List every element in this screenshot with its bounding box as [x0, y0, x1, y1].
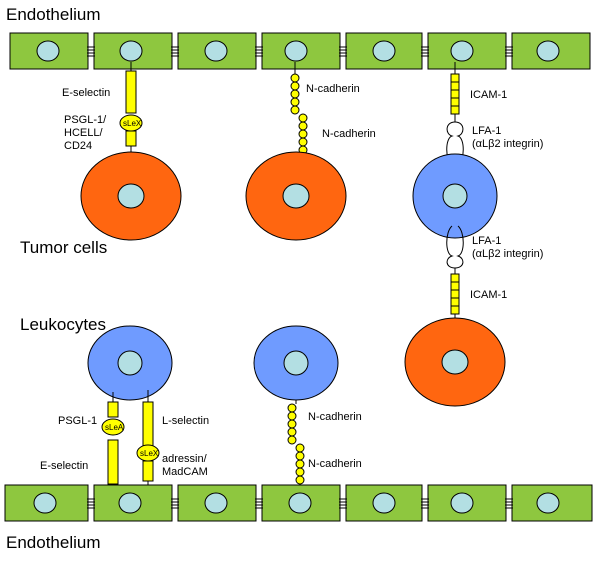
nucleus: [536, 40, 560, 62]
nucleus: [441, 349, 469, 375]
nucleus: [204, 492, 228, 514]
lfa-1-lower-molecule: [446, 225, 464, 269]
label-n-cadherin-bottom-lower: N-cadherin: [308, 458, 362, 470]
label-lfa-lower-line1: LFA-1: [472, 235, 501, 247]
label-leukocytes: Leukocytes: [20, 315, 106, 334]
n-cadherin-upper-chain: [290, 73, 300, 115]
label-endothelium-top: Endothelium: [6, 5, 101, 24]
nucleus: [284, 40, 308, 62]
l-selectin-molecule: [142, 401, 154, 447]
label-e-selectin: E-selectin: [62, 87, 110, 99]
top-cadherin-interaction: N-cadherin N-cadherin: [290, 62, 376, 157]
cell-junctions: [87, 498, 513, 509]
label-icam-upper: ICAM-1: [470, 89, 507, 101]
nucleus: [450, 492, 474, 514]
n-cadherin-lower-chain: [298, 113, 308, 155]
nucleus: [117, 350, 143, 376]
n-cadherin-lower-chain: [295, 443, 305, 485]
label-l-selectin: L-selectin: [162, 415, 209, 427]
top-selectin-interaction: E-selectin sLeX PSGL-1/ HCELL/ CD24: [62, 62, 143, 157]
nucleus: [33, 492, 57, 514]
nucleus: [288, 492, 312, 514]
cell-junctions: [87, 46, 513, 57]
label-tumor-cells: Tumor cells: [20, 238, 107, 257]
label-ligand-line1: PSGL-1/: [64, 114, 107, 126]
n-cadherin-upper-chain: [287, 403, 297, 445]
bottom-selectin-interactions: PSGL-1 sLeA E-selectin L-selectin sLeX a…: [40, 390, 209, 494]
endothelium-bottom-layer: [4, 484, 593, 522]
leukocyte: [253, 325, 339, 401]
label-n-cadherin-lower: N-cadherin: [322, 128, 376, 140]
e-selectin-molecule: [107, 439, 119, 485]
label-lfa-upper-line2: (αLβ2 integrin): [472, 138, 543, 150]
leukocyte-tumor-integrin: LFA-1 (αLβ2 integrin) ICAM-1: [446, 225, 543, 322]
label-ligand-line3: CD24: [64, 140, 92, 152]
nucleus: [118, 492, 142, 514]
nucleus: [36, 40, 60, 62]
e-selectin-molecule: [125, 70, 137, 114]
label-ligand-line2: HCELL/: [64, 127, 103, 139]
icam-1-upper-molecule: [450, 73, 460, 115]
label-addressin-line2: MadCAM: [162, 466, 208, 478]
nucleus: [282, 183, 310, 209]
label-e-selectin-bottom: E-selectin: [40, 460, 88, 472]
tumor-cell: [80, 151, 182, 241]
label-icam-lower: ICAM-1: [470, 289, 507, 301]
nucleus: [442, 183, 468, 209]
nucleus: [372, 40, 396, 62]
psgl-ligand-molecule: [125, 130, 137, 147]
label-addressin-line1: adressin/: [162, 453, 208, 465]
leukocyte: [87, 325, 173, 401]
nucleus: [283, 350, 309, 376]
label-slex-bottom: sLeX: [140, 449, 159, 458]
label-psgl-1: PSGL-1: [58, 415, 97, 427]
nucleus: [119, 40, 143, 62]
top-integrin-interaction: ICAM-1 LFA-1 (αLβ2 integrin): [446, 62, 543, 167]
leukocyte: [412, 153, 498, 239]
icam-1-lower-molecule: [450, 273, 460, 315]
label-n-cadherin-upper: N-cadherin: [306, 83, 360, 95]
label-lfa-lower-line2: (αLβ2 integrin): [472, 248, 543, 260]
label-endothelium-bottom: Endothelium: [6, 533, 101, 552]
addressin-molecule: [142, 460, 154, 482]
nucleus: [450, 40, 474, 62]
label-n-cadherin-bottom-upper: N-cadherin: [308, 411, 362, 423]
nucleus: [372, 492, 396, 514]
label-lfa-upper-line1: LFA-1: [472, 125, 501, 137]
nucleus: [117, 183, 145, 209]
tumor-cell: [404, 317, 506, 407]
label-slea: sLeA: [105, 423, 124, 432]
bottom-cadherin-interaction: N-cadherin N-cadherin: [287, 400, 362, 494]
endothelium-top-layer: [9, 32, 591, 70]
slea-ligand: [101, 418, 125, 436]
tumor-cell: [245, 151, 347, 241]
label-slex: sLeX: [123, 119, 142, 128]
nucleus: [536, 492, 560, 514]
nucleus: [204, 40, 228, 62]
psgl-1-molecule: [107, 401, 119, 418]
